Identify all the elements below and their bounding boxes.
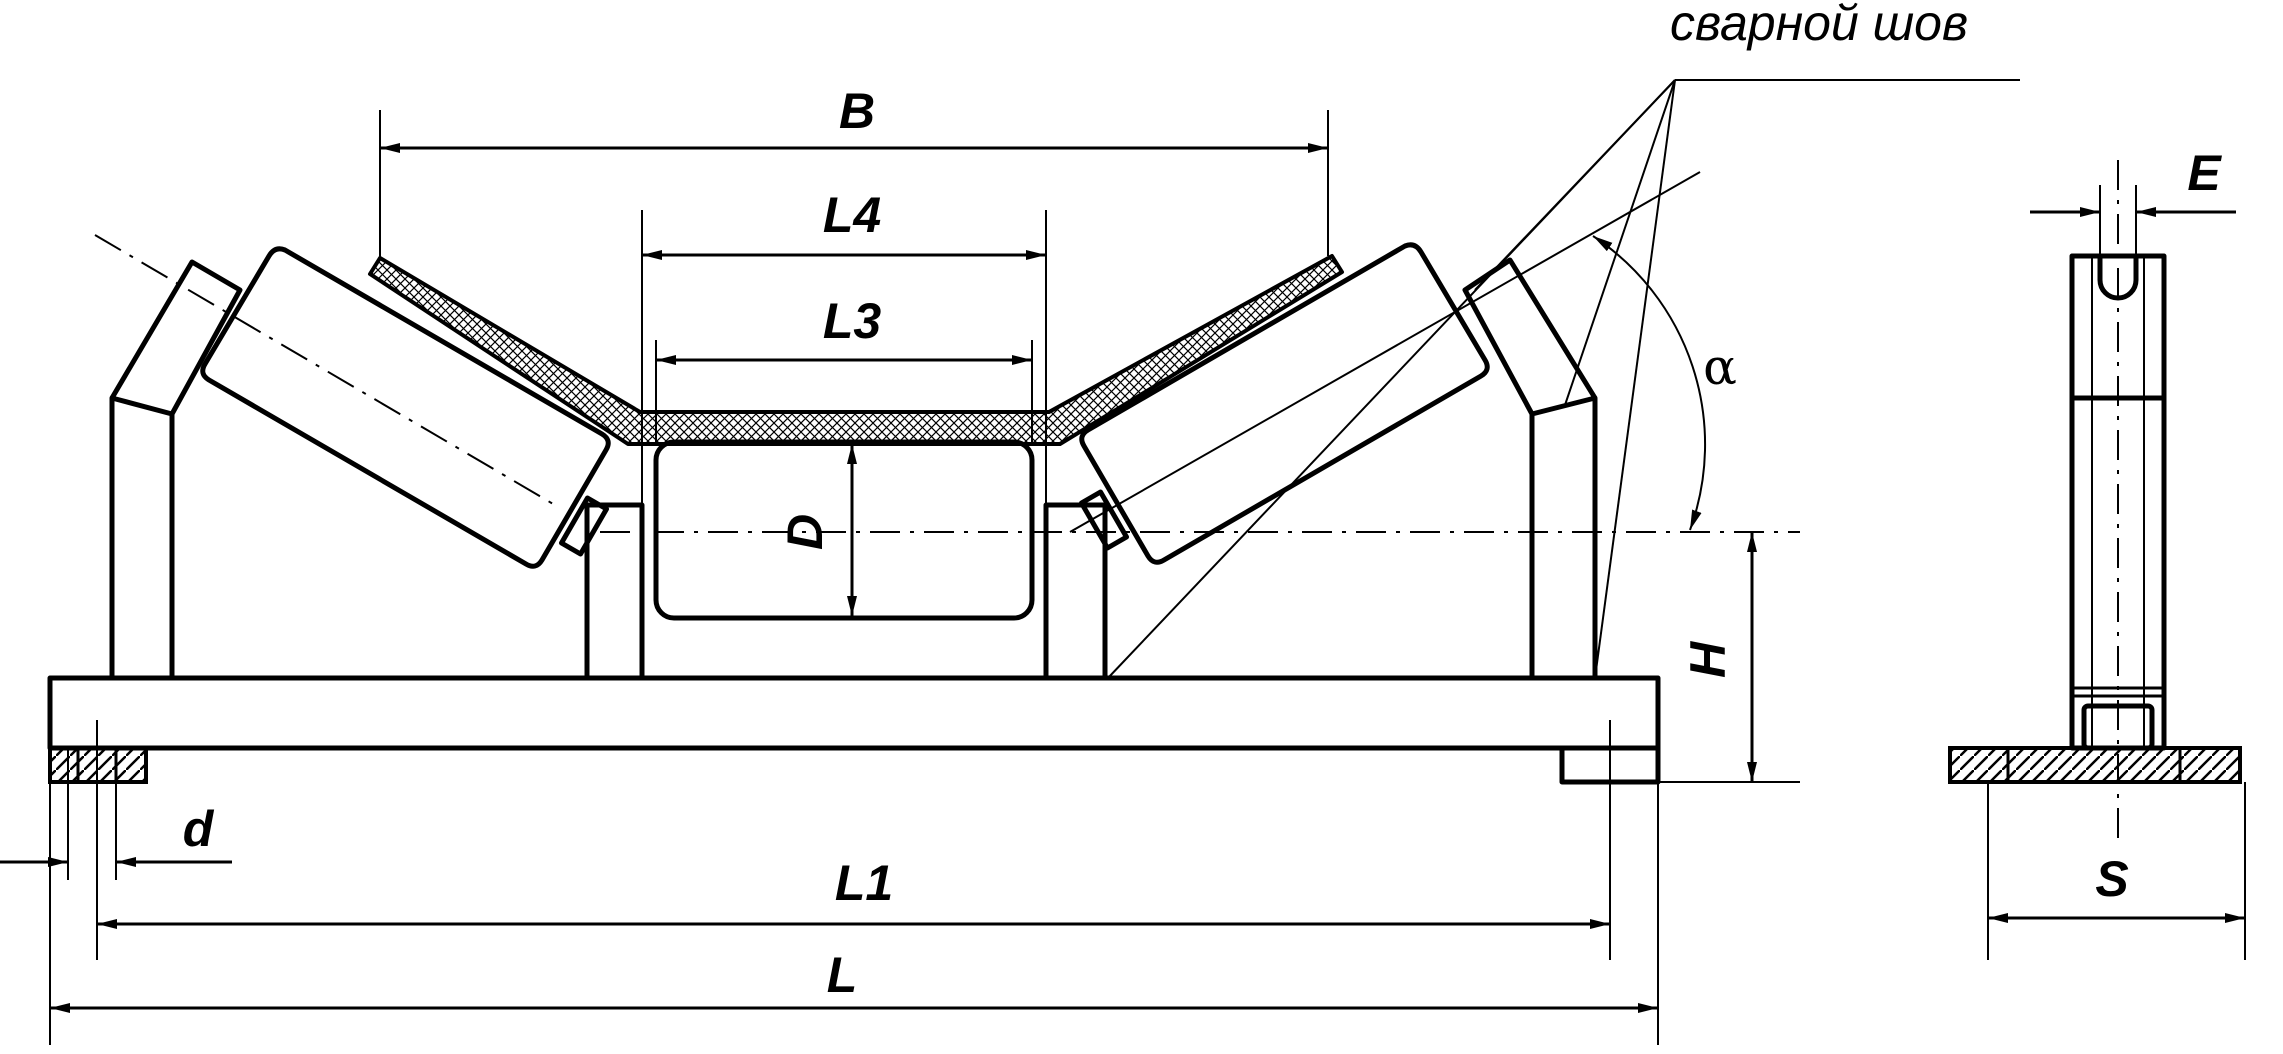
left-roller-shaft-end [558,495,610,557]
dimension-B [379,110,1329,258]
label-L1: L1 [835,855,893,911]
left-roller-axis [94,234,561,509]
dimension-L [49,748,1659,1045]
side-view [1948,160,2246,960]
label-H: H [1680,641,1736,678]
label-E: E [2187,145,2222,201]
alpha-angle-arc [1592,235,1707,531]
dimension-S [1987,782,2246,960]
inclined-axis-line [1069,171,1701,533]
label-alpha: α [1703,338,1737,396]
dimension-E [2030,185,2236,256]
label-L3: L3 [823,293,882,349]
center-roller [653,439,1035,621]
right-roller-shaft-end [1078,489,1130,551]
conveyor-belt [368,254,1344,446]
label-d: d [183,801,215,857]
label-L4: L4 [823,187,881,243]
outer-posts [109,257,1598,678]
dimension-L1 [96,720,1611,960]
label-S: S [2095,851,2128,907]
label-L: L [827,947,858,1003]
label-D: D [777,514,833,550]
dimension-H [1658,532,1800,783]
right-side-roller [1078,242,1490,565]
dimension-d [0,748,232,880]
left-side-roller [200,246,611,569]
dimension-L3 [655,340,1033,442]
base-frame [47,675,1661,785]
side-base-plate-section [1948,746,2242,784]
label-B: B [839,83,875,139]
weld-leaders [1107,79,2020,679]
weld-note: сварной шов [1670,0,1968,51]
